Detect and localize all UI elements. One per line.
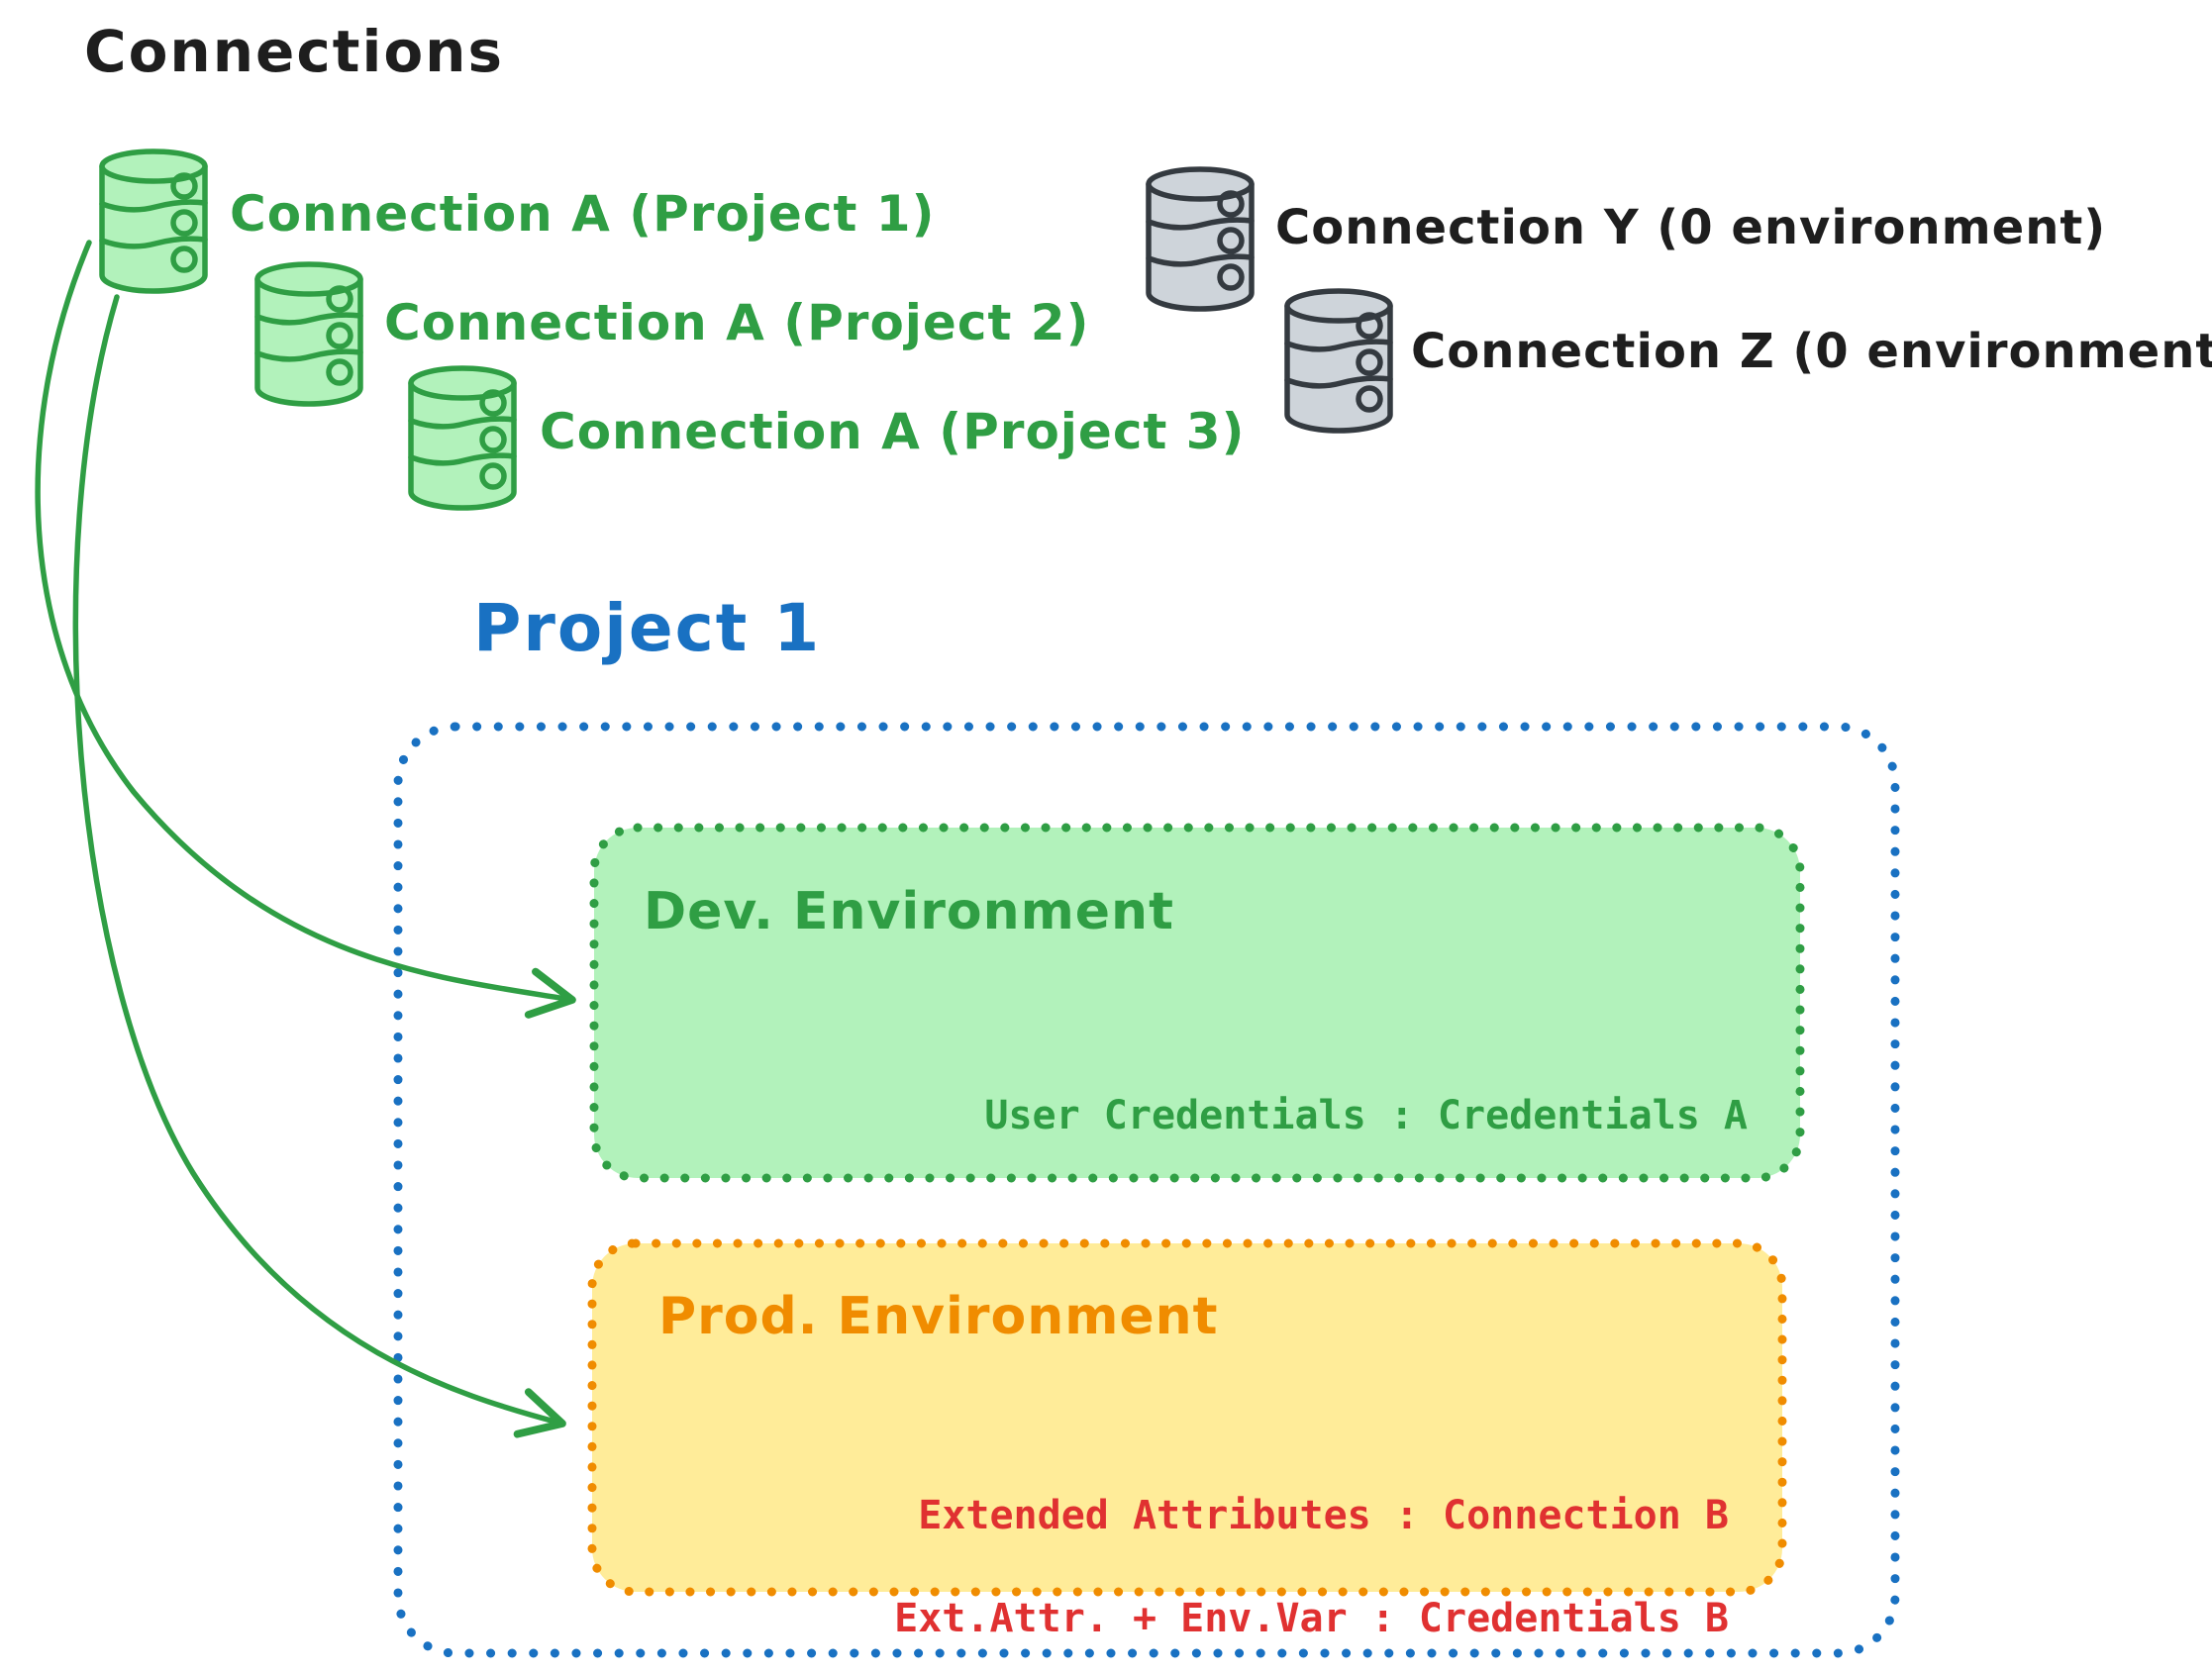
arrow-connection-a-to-dev [35, 240, 576, 1019]
connection-label-z: Connection Z (0 environment) [1411, 324, 2212, 379]
dev-environment-box [589, 823, 1805, 1183]
prod-environment-box [587, 1238, 1787, 1597]
diagram-title: Connections [84, 18, 504, 85]
connection-label-a-project-3: Connection A (Project 3) [540, 403, 1246, 460]
prod-environment-mappings: Extended Attributes : Connection B Ext.A… [594, 1438, 1729, 1674]
dev-environment-credentials-mapping: User Credentials : Credentials A [984, 1093, 1748, 1138]
prod-mapping-extended-attributes: Extended Attributes : Connection B [918, 1493, 1729, 1538]
prod-environment-title: Prod. Environment [658, 1287, 1219, 1346]
connection-label-y: Connection Y (0 environment) [1275, 200, 2107, 255]
gray-database-icon [1287, 291, 1390, 431]
connection-label-a-project-2: Connection A (Project 2) [384, 294, 1090, 351]
green-database-icon [257, 264, 360, 404]
project-1-title: Project 1 [473, 590, 822, 666]
arrow-connection-a-to-prod [72, 294, 566, 1438]
green-database-icon [102, 151, 205, 291]
dev-environment-title: Dev. Environment [644, 882, 1174, 941]
gray-database-icon [1149, 169, 1252, 309]
prod-mapping-ext-attr-env-var: Ext.Attr. + Env.Var : Credentials B [894, 1596, 1729, 1641]
project-1-container-box [393, 722, 1900, 1658]
connection-label-a-project-1: Connection A (Project 1) [230, 185, 936, 243]
green-database-icon [411, 368, 514, 508]
